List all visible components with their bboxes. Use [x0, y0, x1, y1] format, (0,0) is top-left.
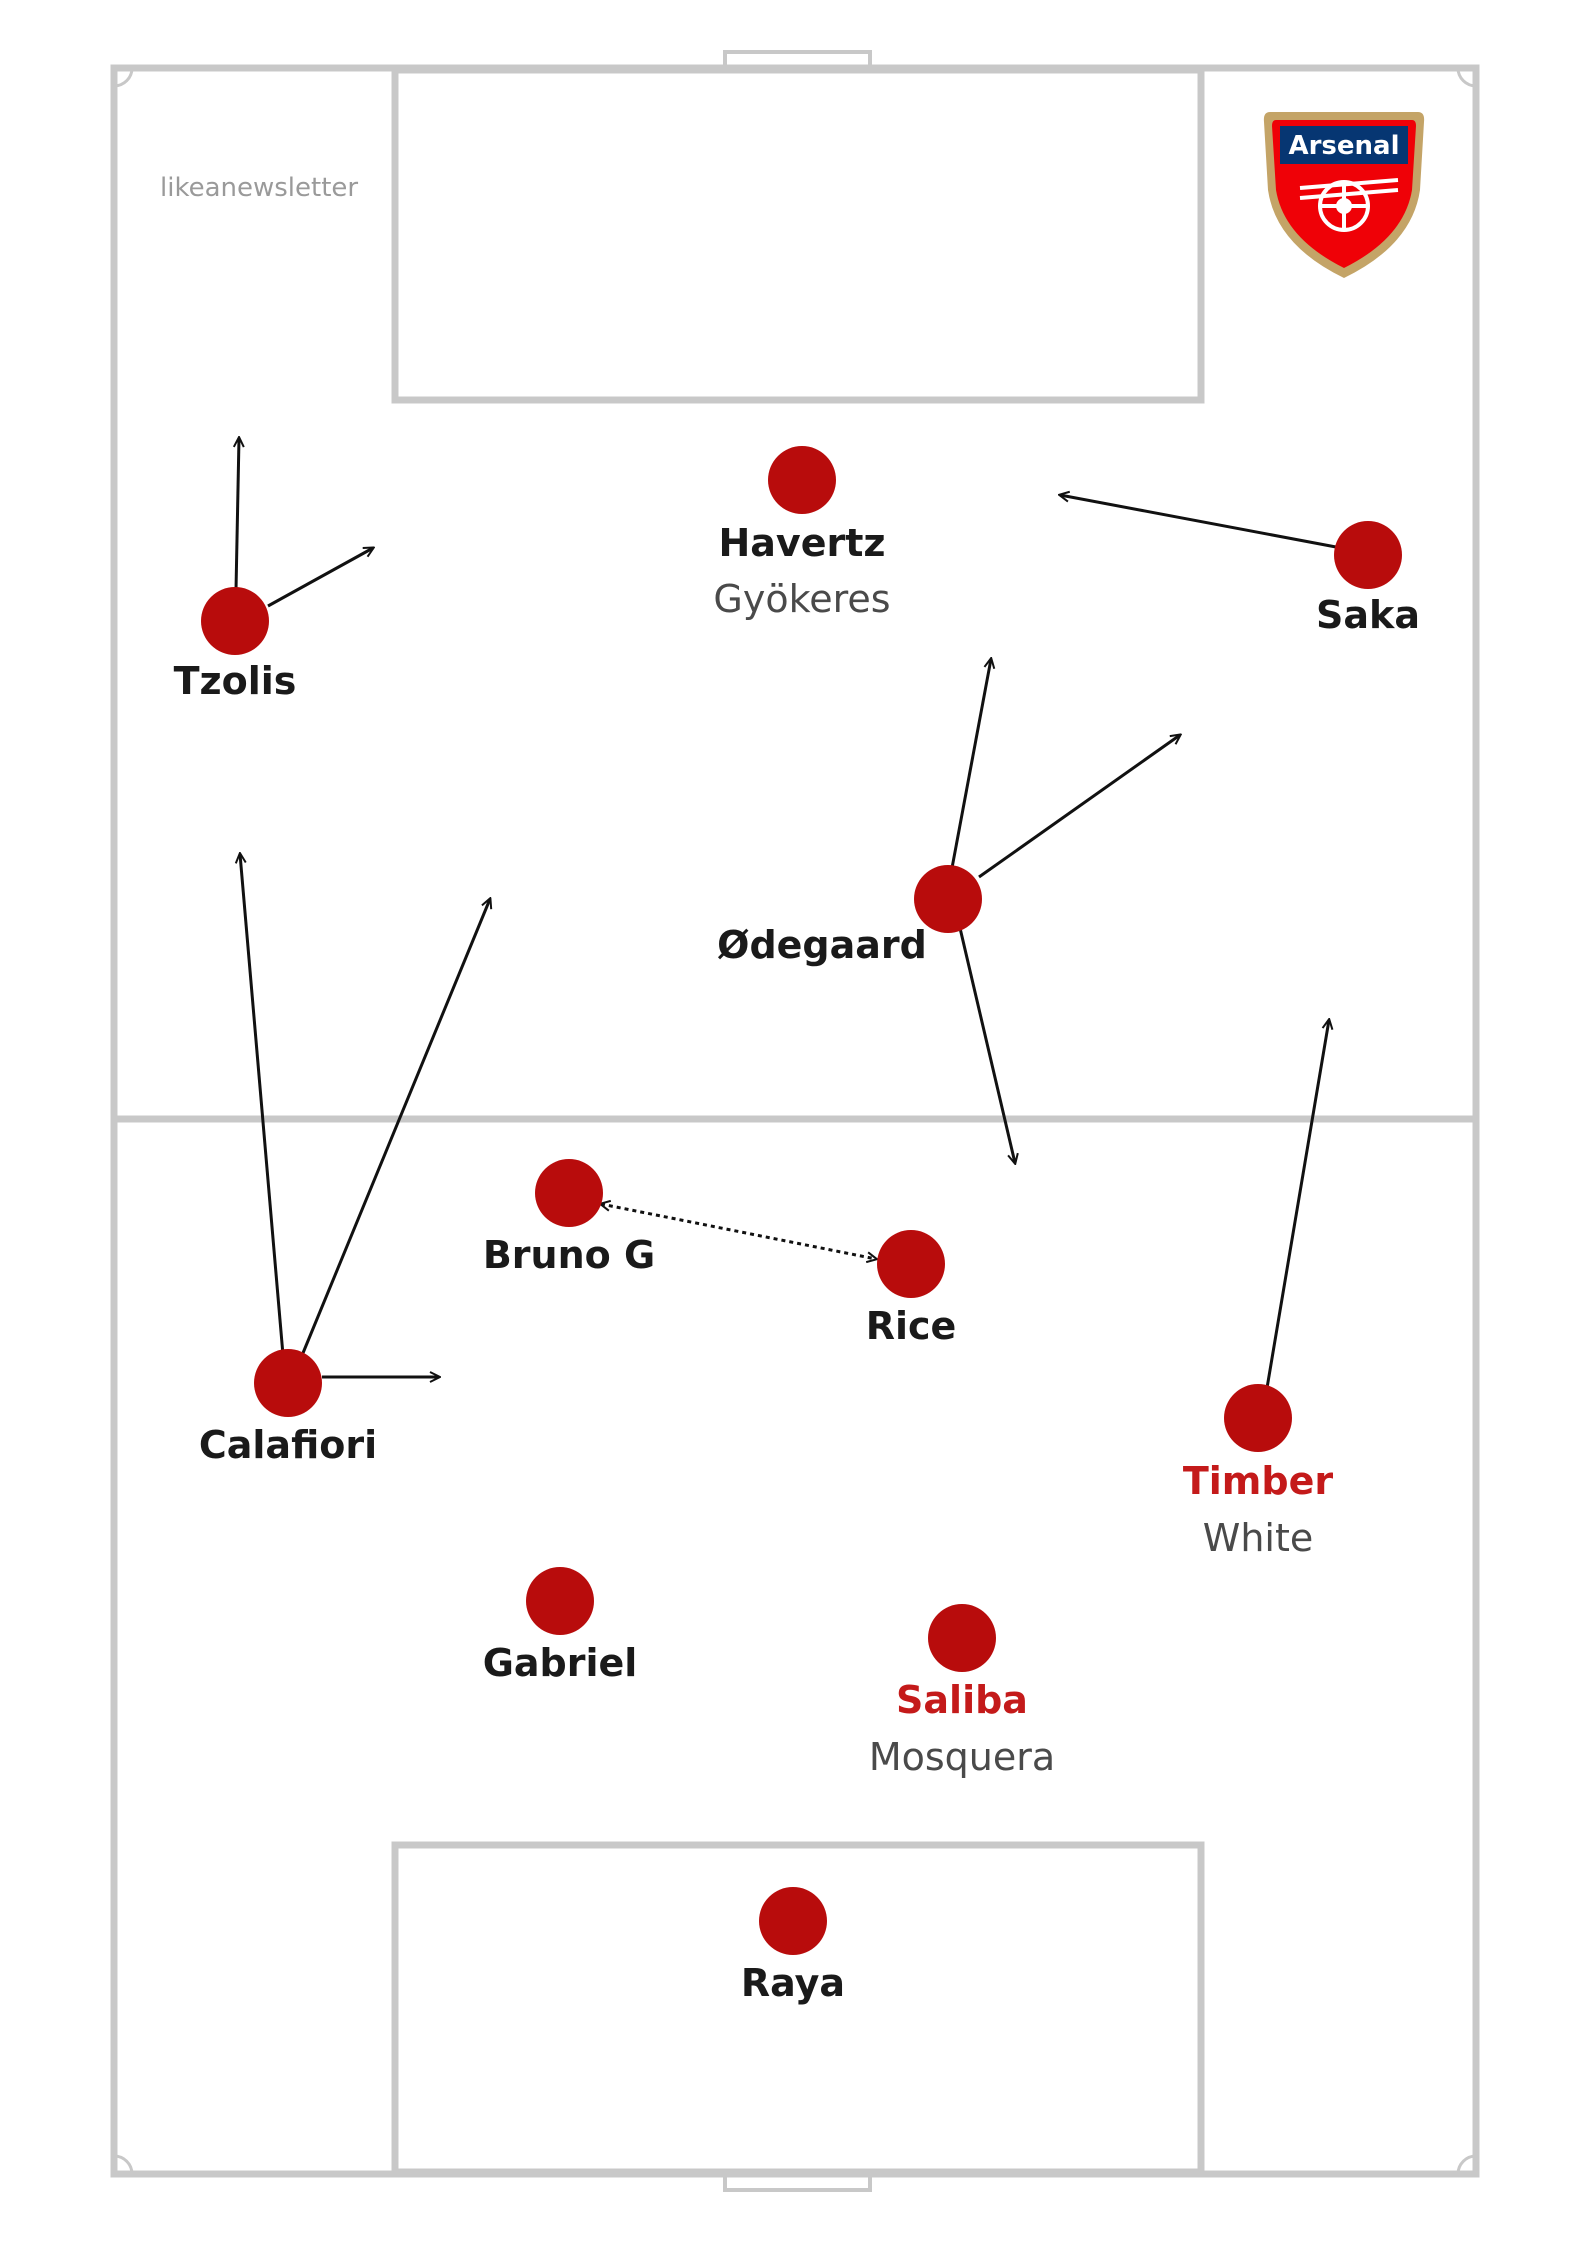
- arrow-bruno-rice-rotation: [601, 1204, 876, 1259]
- player-name-raya: Raya: [741, 1961, 845, 2005]
- player-timber: Timber White: [1183, 1384, 1334, 1560]
- player-calafiori: Calafiori: [199, 1349, 377, 1467]
- cannon-icon: [1299, 178, 1399, 232]
- player-dot: [877, 1230, 945, 1298]
- player-saliba: Saliba Mosquera: [869, 1604, 1055, 1779]
- arrow-odegaard-up: [950, 659, 991, 869]
- player-sub-timber: White: [1203, 1516, 1314, 1560]
- player-sub-havertz: Gyökeres: [713, 577, 890, 621]
- movement-arrows: [236, 438, 1337, 1389]
- player-name-odegaard: Ødegaard: [717, 923, 927, 967]
- player-dot: [1334, 521, 1402, 589]
- player-raya: Raya: [741, 1887, 845, 2005]
- top-goal: [723, 50, 872, 70]
- arrow-odegaard-drop: [958, 927, 1015, 1163]
- player-dot: [759, 1887, 827, 1955]
- corner-arc-bottom-right: [1456, 2154, 1477, 2175]
- arrow-tzolis-forward: [236, 438, 239, 591]
- player-dot: [1224, 1384, 1292, 1452]
- player-name-tzolis: Tzolis: [174, 659, 297, 703]
- player-dot: [254, 1349, 322, 1417]
- player-dot: [928, 1604, 996, 1672]
- player-saka: Saka: [1316, 521, 1420, 637]
- player-name-gabriel: Gabriel: [483, 1641, 638, 1685]
- arrow-odegaard-right: [978, 735, 1180, 879]
- player-dot: [526, 1567, 594, 1635]
- watermark-text: likeanewsletter: [160, 173, 358, 203]
- arrow-timber-forward: [1265, 1020, 1329, 1389]
- player-name-bruno: Bruno G: [483, 1233, 655, 1277]
- player-name-saka: Saka: [1316, 593, 1420, 637]
- arrow-calafiori-forward: [240, 854, 285, 1356]
- player-dot: [535, 1159, 603, 1227]
- corner-arc-top-left: [113, 67, 134, 88]
- top-penalty-box: [391, 66, 1205, 404]
- arsenal-crest-logo: Arsenal: [1263, 112, 1425, 278]
- player-tzolis: Tzolis: [174, 587, 297, 703]
- player-bruno: Bruno G: [483, 1159, 655, 1277]
- arrow-calafiori-diagonal: [301, 899, 490, 1354]
- corner-arc-bottom-left: [113, 2154, 134, 2175]
- player-name-saliba: Saliba: [896, 1678, 1028, 1722]
- corner-arc-top-right: [1456, 67, 1477, 88]
- player-dot: [768, 446, 836, 514]
- player-rice: Rice: [866, 1230, 957, 1348]
- player-havertz: Havertz Gyökeres: [713, 446, 891, 621]
- players-layer: Havertz Gyökeres Saka Tzolis Ødegaard Br…: [174, 446, 1420, 2005]
- bottom-goal: [723, 2172, 872, 2192]
- arrow-tzolis-inside: [267, 548, 373, 608]
- crest-name: Arsenal: [1288, 131, 1399, 161]
- player-name-calafiori: Calafiori: [199, 1423, 377, 1467]
- pitch-markings: [110, 50, 1480, 2192]
- player-dot: [914, 865, 982, 933]
- player-sub-saliba: Mosquera: [869, 1735, 1055, 1779]
- player-gabriel: Gabriel: [483, 1567, 638, 1685]
- player-odegaard: Ødegaard: [717, 865, 982, 967]
- player-name-havertz: Havertz: [718, 521, 885, 565]
- player-dot: [201, 587, 269, 655]
- crest-name-band: [1280, 126, 1408, 164]
- player-name-rice: Rice: [866, 1304, 957, 1348]
- arrow-saka-inside: [1060, 495, 1337, 549]
- player-name-timber: Timber: [1183, 1459, 1334, 1503]
